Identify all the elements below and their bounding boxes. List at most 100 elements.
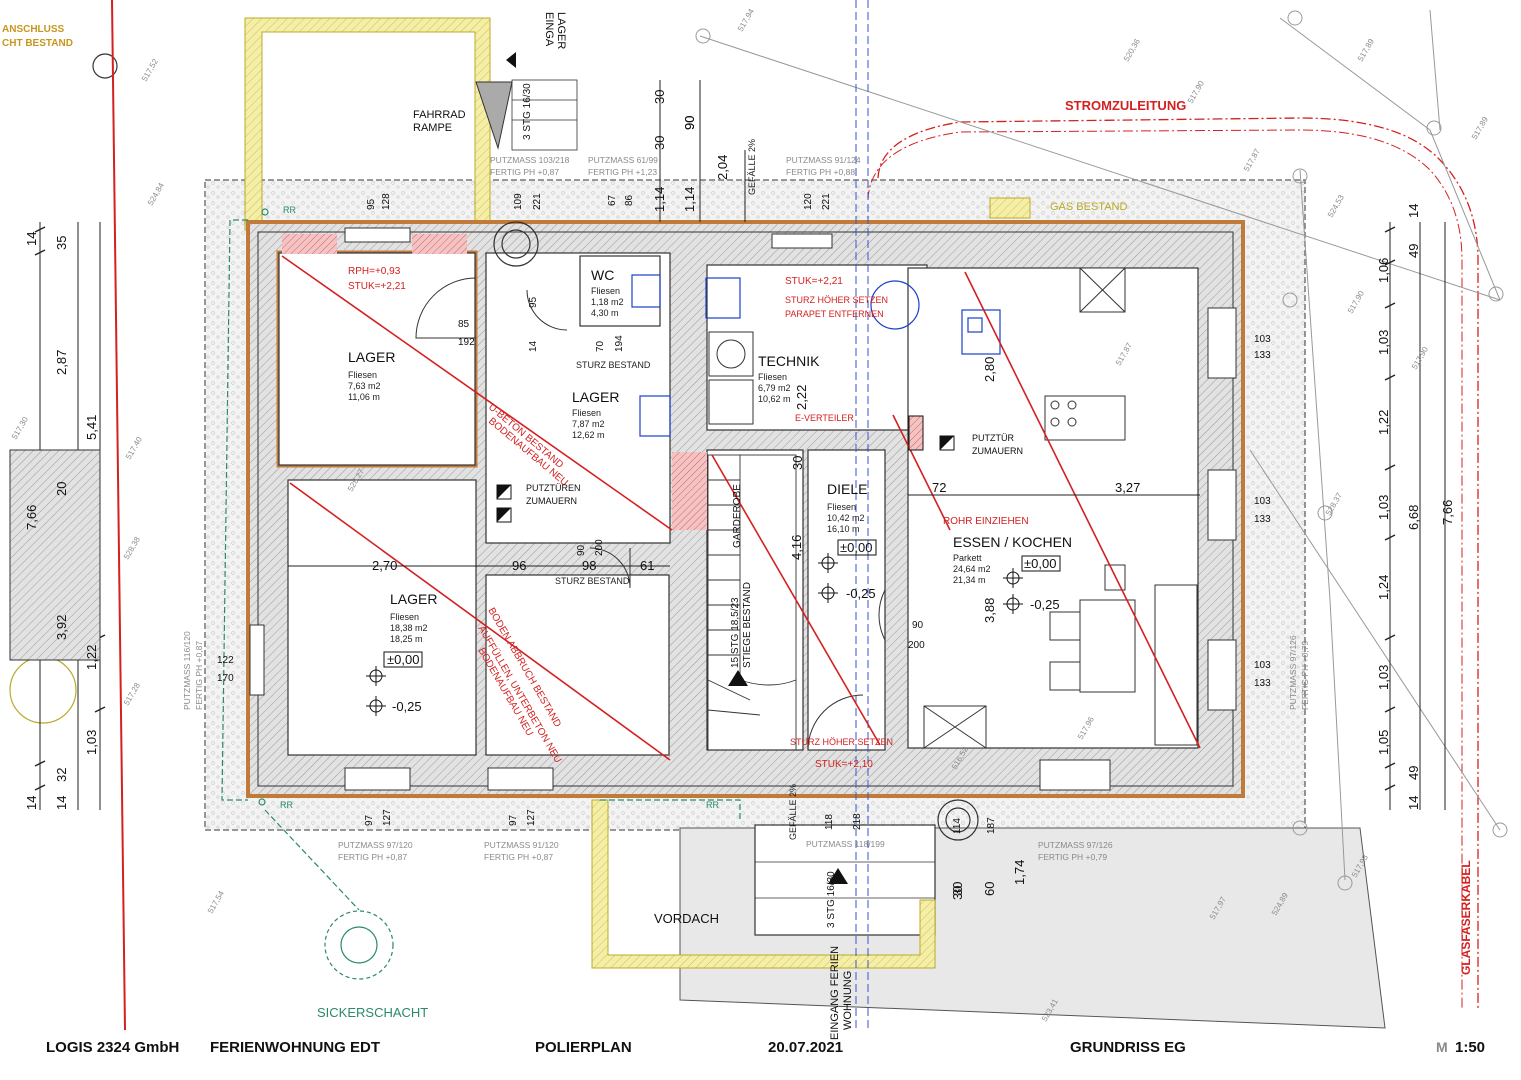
scale-prefix: M [1436,1039,1448,1055]
vordach-label: VORDACH [654,911,719,926]
room-lager-1: LAGER Fliesen 7,63 m2 11,06 m [348,349,395,402]
opening-dim: 95 [366,198,377,210]
room-technik: TECHNIK Fliesen 6,79 m2 10,62 m [758,353,820,404]
dim-inner: 72 [932,480,946,495]
spot-height: 517,89 [1470,115,1490,141]
sheet-title: GRUNDRISS EG [1070,1039,1186,1056]
putzmass-7b: FERTIG PH +0,79 [1038,852,1107,862]
stair-entrance-lager [511,79,578,151]
stiege-label: STIEGE BESTAND [742,582,753,668]
sturz-hoeher-2-label: STURZ HÖHER SETZEN [790,737,893,747]
room-area: 10,42 m2 [827,513,865,523]
room-name: DIELE [827,481,867,497]
spot-height: 517,89 [1356,37,1376,63]
demolish-window-1 [282,234,337,254]
opening-dim: 85 [458,319,470,330]
putzmass-2b: FERTIG PH +1,23 [588,167,657,177]
room-diele: DIELE Fliesen 10,42 m2 16,10 m ±0,00 -0,… [827,481,876,601]
dim-inner: 2,70 [372,558,397,573]
spot-height: 524,89 [1270,891,1290,917]
opening-dim: 194 [614,335,625,352]
spot-height: 517,90 [1186,79,1206,105]
dim-left: 20 [54,482,69,496]
room-name: LAGER [348,349,395,365]
room-name: ESSEN / KOCHEN [953,534,1072,550]
dim-inner: 30 [652,90,667,104]
opening-dim: 170 [217,673,234,684]
opening-dim: 122 [217,655,234,666]
opening-dim: 133 [1254,350,1271,361]
room-area: 1,18 m2 [591,297,624,307]
opening-dim: 109 [513,193,524,210]
dim-inner: 3,27 [1115,480,1140,495]
room-perimeter: 16,10 m [827,524,860,534]
opening-dim: 200 [908,640,925,651]
spot-height: 524,84 [146,181,166,207]
spot-height: 516,52 [950,745,970,771]
opening-dims: 95 128 109 221 67 86 120 221 85 192 95 1… [217,193,1271,834]
room-interiors [278,252,1199,756]
dim-left: 7,66 [24,505,39,530]
opening-dim: 103 [1254,496,1271,507]
dimension-ticks [34,226,1396,791]
putzmass-1: PUTZMASS 103/218 [490,155,570,165]
survey-lines [695,9,1508,891]
dim-right: 1,05 [1376,730,1391,755]
opening-dim: 90 [912,620,924,631]
opening-dim: 97 [364,814,375,826]
rohr-label: ROHR EINZIEHEN [943,516,1029,527]
level-value: ±0,00 [840,540,872,555]
dim-inner: 30 [950,882,965,896]
dim-inner: 61 [640,558,654,573]
diagonal-markers [281,255,1201,761]
spot-height: 517,87 [1114,341,1134,367]
ramp-symbol [475,81,513,150]
sturz-bestand-label-2: STURZ BESTAND [576,360,651,370]
project-name: FERIENWOHNUNG EDT [210,1039,380,1056]
room-perimeter: 10,62 m [758,394,791,404]
putzmass-7: PUTZMASS 97/126 [1038,840,1113,850]
dim-left: 14 [24,796,39,810]
opening-dim: 90 [576,544,587,556]
dim-left: 1,22 [84,645,99,670]
spot-height: 517,93 [1350,853,1370,879]
room-floor: Fliesen [348,370,377,380]
technik-equipment [708,331,754,425]
eingang-lager-label-2: LAGER [555,12,567,49]
opening-dim: 133 [1254,678,1271,689]
putzmass-4: PUTZMASS 97/120 [338,840,413,850]
dim-inner: 30 [790,456,805,470]
opening-dim: 103 [1254,660,1271,671]
opening-dim: 86 [624,194,635,206]
dim-left: 3,92 [54,615,69,640]
eingang-fw-label-2: WOHNUNG [842,971,854,1030]
dim-right: 49 [1406,244,1421,258]
neighbour-building [9,449,101,661]
dim-left: 5,41 [84,415,99,440]
dim-right: 6,68 [1406,505,1421,530]
spot-height: 520,36 [1122,37,1142,63]
putztuer-markers [496,52,955,884]
glasfaser-line [867,129,1463,1010]
anschluss-label: ANSCHLUSS [2,24,65,35]
putzmass-2: PUTZMASS 61/99 [588,155,658,165]
power-line [877,117,1479,1010]
stg-label-3: 3 STG 16/30 [826,871,837,928]
room-lager-3: LAGER Fliesen 18,38 m2 18,25 m ±0,00 -0,… [387,591,437,714]
spot-height: 523,41 [1040,997,1060,1023]
putzmass-5: PUTZMASS 91/120 [484,840,559,850]
level-symbols [366,539,1061,716]
dim-inner: 1,74 [1012,860,1027,885]
stair-diele [707,454,797,751]
parapet-label: PARAPET ENTFERNEN [785,309,884,319]
gefaelle-label: GEFÄLLE 2% [747,139,757,195]
putzmass-8: PUTZMASS 116/120 [182,631,192,710]
room-floor: Parkett [953,553,982,563]
dim-right: 14 [1406,796,1421,810]
opening-dim: 97 [508,814,519,826]
dim-inner: 30 [950,886,965,900]
garderobe-label: GARDEROBE [732,484,743,548]
opening-dim: 218 [852,813,863,830]
opening-dim: 127 [526,809,537,826]
